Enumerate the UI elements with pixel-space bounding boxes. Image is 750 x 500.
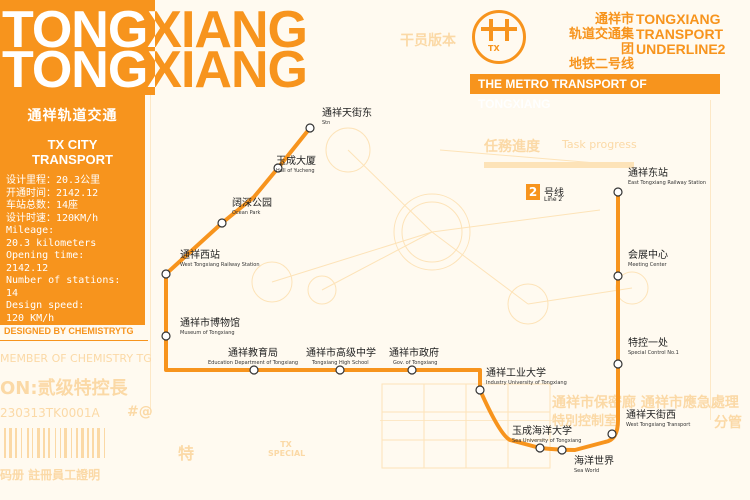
station-dot[interactable] [305,123,315,133]
station-dot[interactable] [335,365,345,375]
deco-world-map [381,383,551,469]
station-dot[interactable] [613,187,623,197]
station-dot[interactable] [217,218,227,228]
progress-track [484,162,634,168]
faint-title: 干员版本 [400,33,456,49]
right-sub-text: 特別控制室 [552,414,618,429]
station-dot[interactable] [613,271,623,281]
station-dot[interactable] [161,331,171,341]
brand-line-1-overflow: TONGXIANG [155,1,308,59]
station-dot[interactable] [613,359,623,369]
right-num-text: 分管 [714,415,742,431]
line-number: 2 [526,184,540,200]
station-dot[interactable] [161,269,171,279]
station-dot[interactable] [607,429,617,439]
brand-line-2: TONGXIANG [2,41,308,99]
station-dot[interactable] [535,443,545,453]
barcode-graphic [4,428,105,458]
info-panel: 通祥轨道交通 TX CITY TRANSPORT 设计里程：20.3公里开通时间… [0,95,145,325]
line-label-en: Line 2 [544,196,563,203]
task-progress-cn: 任務進度 [484,139,540,155]
panel-stat-row: Number of stations: [6,275,121,286]
line-label-cn: 号线 [544,188,564,199]
deco-graph [251,127,649,325]
designer-credit: DESIGNED BY CHEMISTRYTG [4,326,134,336]
deco-frame [380,420,560,421]
panel-stat-row: Opening time: [6,250,85,261]
header-title-en: TONGXIANG TRANSPORT UNDERLINE2 [636,11,726,57]
station-dot[interactable] [475,385,485,395]
brand-line-1: TONGXIANG [2,1,308,59]
panel-stat-row: 20.3 kilometers [6,237,97,249]
panel-stat-row: 14 [6,287,19,299]
panel-stat-row: 2142.12 [6,262,49,274]
right-big-text: 通祥市保密廊 通祥市應急處理 [552,395,739,411]
header-title-cn: 通祥市 轨道交通集团 地铁二号线 [568,12,634,72]
panel-stat-row: Mileage: [6,225,55,236]
rank-text: ON:贰级特控長 [0,378,128,399]
cert-text: 码册 註冊員工證明 [0,468,101,482]
station-markers [161,123,623,455]
panel-title-cn: 通祥轨道交通 [27,108,118,124]
deco-frame [710,100,711,420]
panel-stat-row: 设计时速：120KM/h [6,212,99,224]
tx-logo-icon: TX [472,10,526,64]
panel-title-en: TX CITY TRANSPORT [32,137,113,167]
panel-stat-row: Design speed: [6,300,85,311]
brand-title: TONGXIANG TONGXIANG TONGXIANG TONGXIANG [0,0,310,99]
tx-special-badge: TX SPECIAL [268,440,306,458]
panel-stat-row: 120 KM/h [6,312,55,324]
logo-text: TX [488,44,500,53]
deco-frame [150,95,151,415]
serial-text: 230313TK0001A [0,406,100,420]
task-progress-en: Task progress [562,138,637,151]
hash-text: #@ [127,404,153,420]
station-dot[interactable] [557,445,567,455]
panel-stat-row: 车站总数：14座 [6,200,79,211]
panel-stat-row: 设计里程：20.3公里 [6,175,101,186]
special-badge: 特 [178,444,195,463]
divider [0,340,148,341]
brand-line-2-overflow: TONGXIANG [155,41,308,95]
station-dot[interactable] [407,365,417,375]
station-dot[interactable] [249,365,259,375]
member-text: MEMBER OF CHEMISTRY TG [0,352,152,365]
metro-banner: THE METRO TRANSPORT OF TONGXIANG [470,74,720,111]
station-dot[interactable] [273,163,283,173]
panel-stat-row: 开通时间：2142.12 [6,187,99,199]
